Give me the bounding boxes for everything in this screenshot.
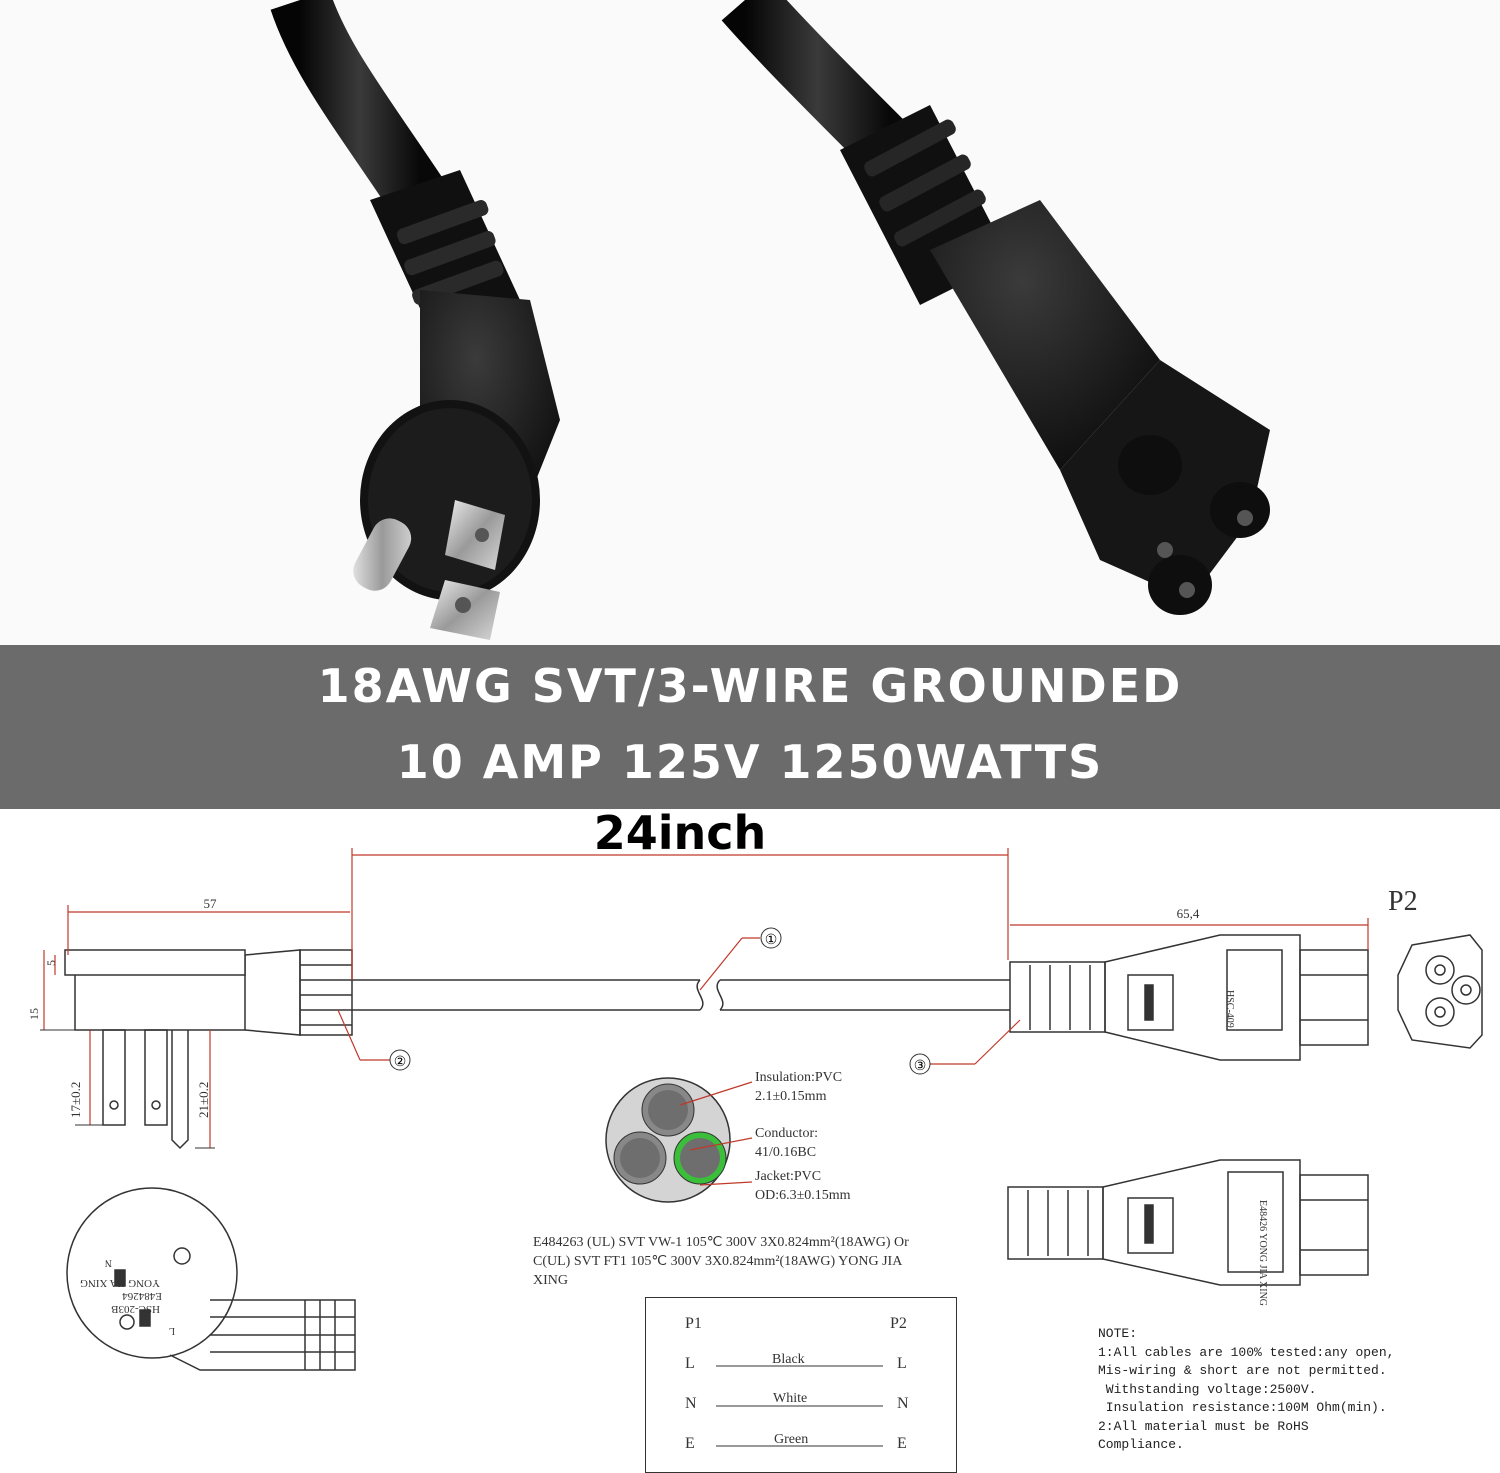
conductor-spec: 41/0.16BC (755, 1145, 817, 1160)
insulation-label: Insulation:PVC (755, 1070, 843, 1085)
conductor-label: Conductor: (755, 1126, 818, 1141)
connector-body (930, 200, 1160, 470)
callout-1-text: ① (765, 933, 778, 948)
p2-face-outline (1397, 934, 1483, 1049)
insulation-thickness: 2.1±0.15mm (755, 1089, 827, 1104)
plug-mark-2: E484264 (122, 1290, 162, 1302)
dim-15: 15 (27, 1008, 41, 1020)
left-cable (270, 0, 446, 218)
notes-block: NOTE: 1:All cables are 100% tested:any op… (1098, 1325, 1498, 1455)
callout-1 (760, 927, 782, 949)
prong-left-drawing (102, 1029, 126, 1126)
cable-cross-section (605, 1077, 731, 1203)
jacket-od: OD:6.3±0.15mm (755, 1188, 851, 1203)
callout-3 (909, 1053, 931, 1075)
prong-mid-drawing (144, 1029, 168, 1126)
product-photo (0, 0, 1500, 645)
note-line-1: 1:All cables are 100% tested:any open, (1098, 1344, 1395, 1360)
wiring-row-color: White (773, 1391, 808, 1406)
note-line-6: Compliance. (1098, 1437, 1184, 1452)
jacket-label: Jacket:PVC (755, 1169, 822, 1184)
dim-21: 21±0.2 (196, 1082, 211, 1118)
wiring-p1: P1 (685, 1315, 702, 1332)
note-line-5: 2:All material must be RoHS (1098, 1418, 1309, 1434)
banner-line-2: 10 AMP 125V 1250WATTS (396, 735, 1104, 789)
wiring-row-right: L (897, 1355, 907, 1372)
wiring-row-right: N (897, 1395, 909, 1412)
p2-label: P2 (1388, 886, 1418, 917)
cable-spec-line-3: XING (533, 1273, 568, 1288)
wiring-row-left: N (685, 1395, 697, 1412)
plug-mark-1: YONG JIA XING (80, 1277, 160, 1289)
wiring-row-color: Green (774, 1432, 809, 1447)
cable-spec-line-1: E484263 (UL) SVT VW-1 105℃ 300V 3X0.824m… (533, 1235, 909, 1250)
plug-mark-3: HSC-203B (111, 1303, 160, 1315)
wiring-row-right: E (897, 1435, 907, 1452)
callout-2-text: ② (394, 1055, 407, 1070)
note-line-3: Withstanding voltage:2500V. (1098, 1381, 1317, 1397)
connector-mark-top: HSC-409 (1224, 990, 1235, 1028)
plug-strain-relief-drawing (299, 949, 353, 1036)
dim-57: 57 (204, 896, 218, 911)
right-cable (721, 0, 912, 172)
cable-spec-line-2: C(UL) SVT FT1 105℃ 300V 3X0.824mm²(18AWG… (533, 1254, 903, 1269)
callout-2 (389, 1049, 411, 1071)
note-line-2: Mis-wiring & short are not permitted. (1098, 1363, 1387, 1378)
connector-top-view (1007, 1159, 1369, 1286)
wiring-row-left: E (685, 1435, 695, 1452)
callout-3-text: ③ (914, 1059, 927, 1074)
ground-prong-drawing (171, 1030, 189, 1150)
wiring-p2: P2 (890, 1315, 907, 1332)
note-title: NOTE: (1098, 1326, 1138, 1341)
power-cord-photo (270, 0, 1270, 640)
note-line-4: Insulation resistance:100M Ohm(min). (1098, 1400, 1387, 1415)
connector-body-drawing (1104, 934, 1301, 1061)
spec-banner: 18AWG SVT/3-WIRE GROUNDED 10 AMP 125V 12… (0, 645, 1500, 809)
dim-654: 65,4 (1177, 906, 1200, 921)
plug-face-drawing (66, 1187, 356, 1371)
banner-line-1: 18AWG SVT/3-WIRE GROUNDED (317, 659, 1183, 713)
plug-mark-l: L (169, 1325, 175, 1336)
wiring-row-left: L (685, 1355, 695, 1372)
dim-17: 17±0.2 (68, 1082, 83, 1118)
connector-head-drawing (1299, 949, 1369, 1046)
dim-5: 5 (44, 960, 58, 966)
ground-pin (353, 518, 412, 591)
connector-mark-bottom: E48426 YONG JIA XING (1257, 1200, 1268, 1306)
plug-mark-n: N (105, 1257, 112, 1268)
cable-length-label: 24inch (593, 806, 767, 860)
wiring-row-color: Black (772, 1352, 805, 1367)
